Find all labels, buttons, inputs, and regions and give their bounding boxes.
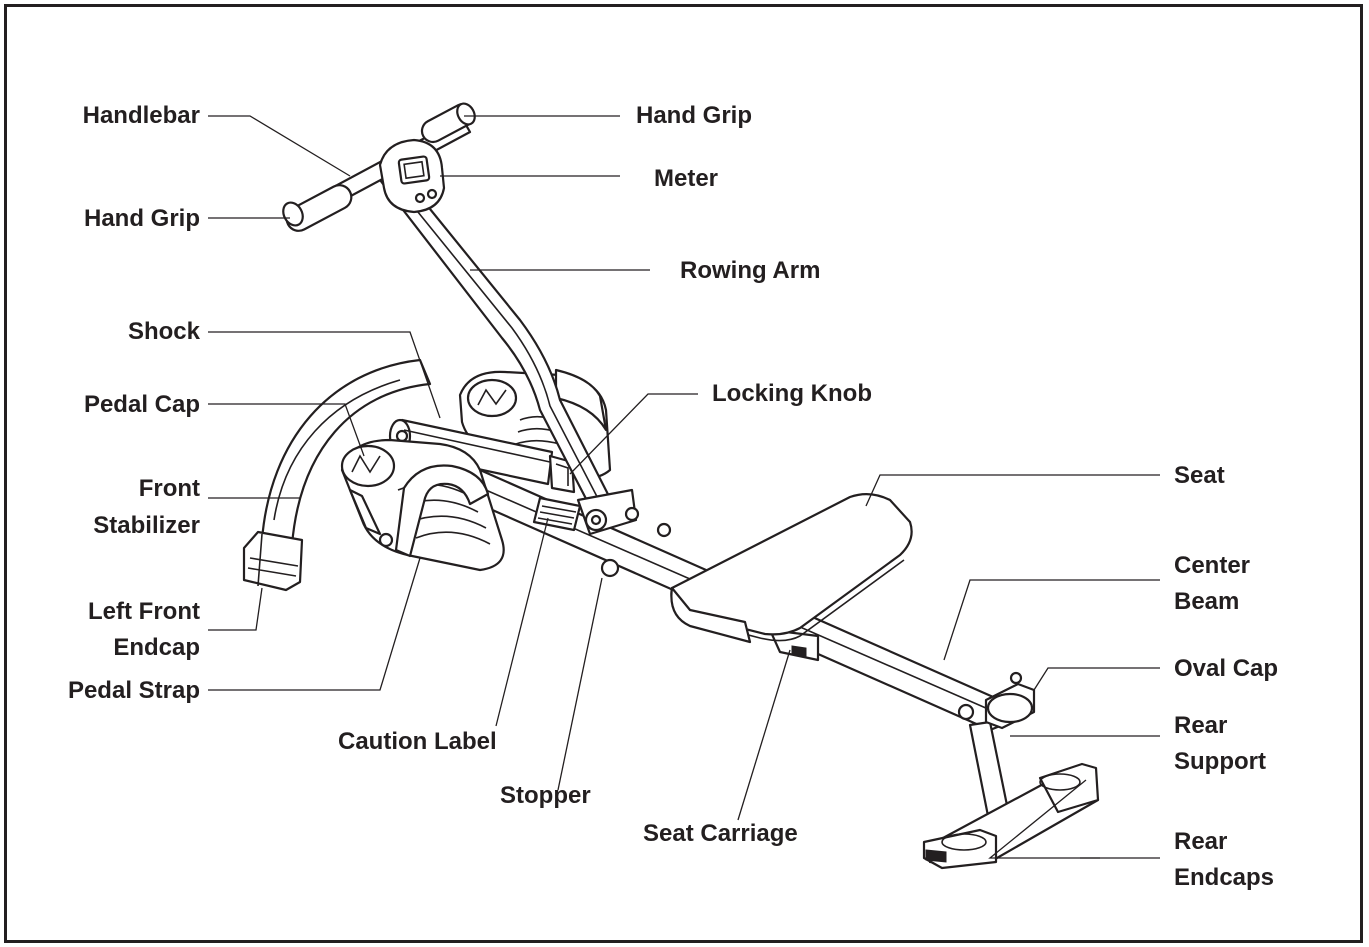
label-stopper: Stopper	[500, 782, 591, 809]
label-rowing-arm: Rowing Arm	[680, 257, 821, 284]
label-oval-cap: Oval Cap	[1174, 655, 1279, 682]
seat-carriage-part	[768, 628, 820, 662]
label-rear-support: Rear Support	[1174, 712, 1266, 775]
label-seat-carriage: Seat Carriage	[643, 820, 798, 847]
rowing-arm-part	[378, 170, 640, 536]
label-locking-knob: Locking Knob	[712, 380, 872, 407]
stopper-part	[600, 522, 672, 578]
label-caution-label: Caution Label	[338, 728, 497, 755]
label-handlebar: Handlebar	[82, 102, 200, 129]
oval-cap-part	[957, 671, 1036, 730]
meter-part	[378, 138, 446, 214]
label-pedal-strap: Pedal Strap	[67, 677, 200, 704]
label-meter: Meter	[654, 165, 719, 192]
label-shock: Shock	[127, 318, 200, 345]
handlebar-part	[282, 102, 476, 232]
rear-endcaps-part	[922, 762, 1100, 870]
label-pedal-cap: Pedal Cap	[83, 391, 200, 418]
label-rear-endcaps: Rear Endcaps	[1174, 828, 1275, 891]
label-center-beam: Center Beam	[1174, 552, 1251, 615]
label-hand-grip-right: Hand Grip	[636, 102, 753, 129]
front-stabilizer-part	[260, 358, 432, 547]
pedal-strap-part	[394, 464, 490, 558]
caution-label-part	[532, 496, 582, 532]
leader-lines	[208, 115, 1160, 859]
label-front-stabilizer: Front Stabilizer	[93, 475, 200, 539]
label-left-front-endcap: Left Front Endcap	[88, 598, 200, 661]
diagram-frame	[4, 4, 1363, 943]
left-front-endcap-part	[242, 530, 304, 592]
label-seat: Seat	[1174, 462, 1225, 489]
label-hand-grip-left: Hand Grip	[83, 205, 200, 232]
seat-part	[670, 493, 913, 644]
